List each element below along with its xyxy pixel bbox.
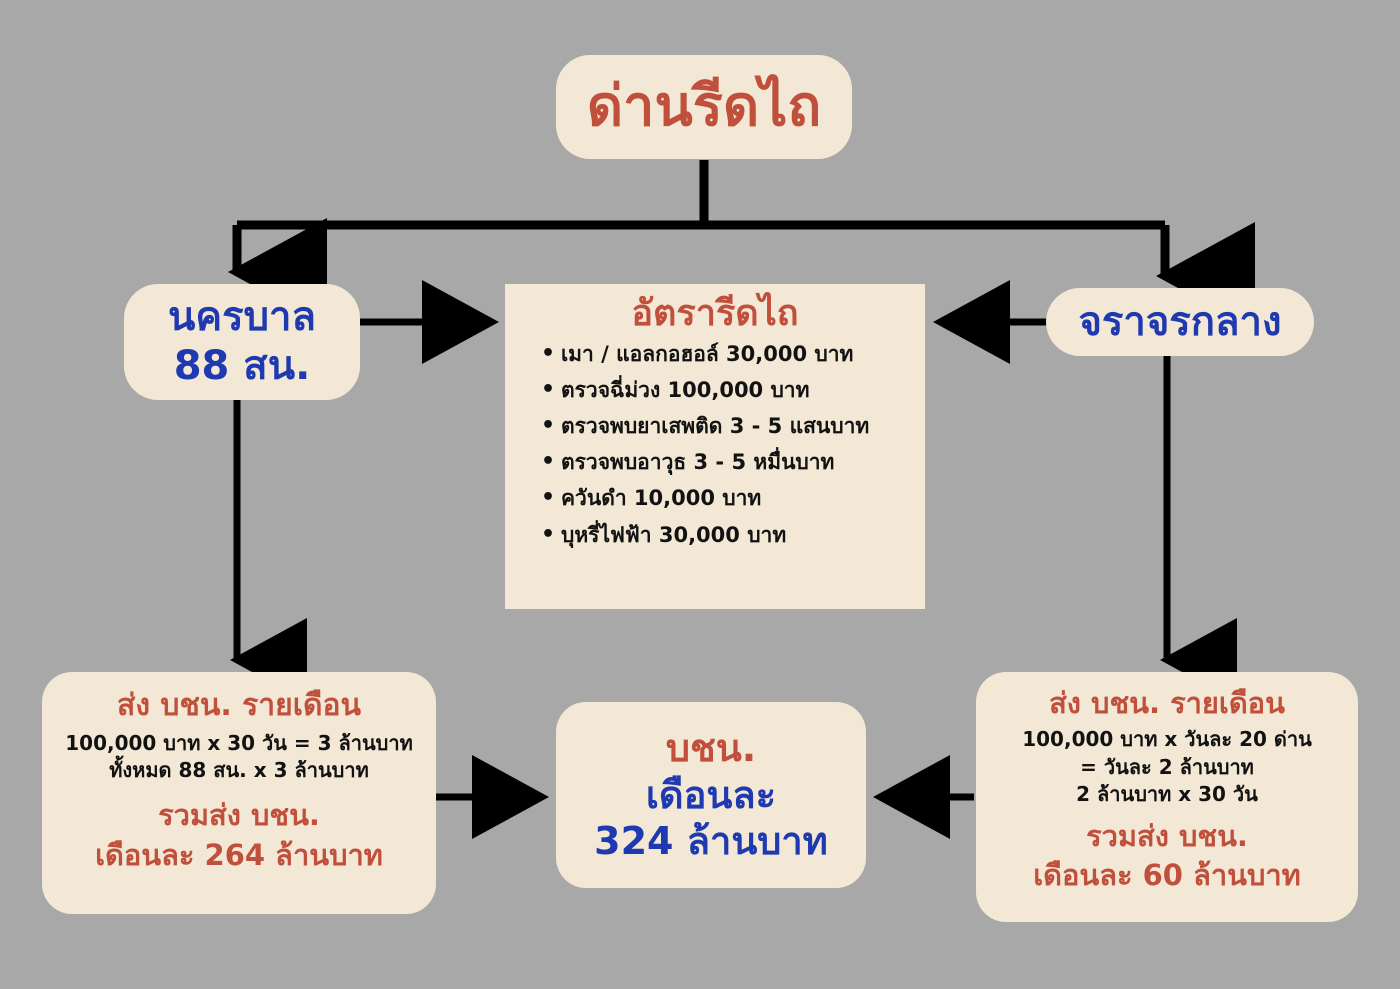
monthly-remit-left-total1: รวมส่ง บชน. <box>158 798 320 833</box>
node-metropolitan-police-line1: นครบาล <box>168 294 316 341</box>
node-title-label: ด่านรีดไถ <box>586 73 822 139</box>
monthly-remit-right-total1: รวมส่ง บชน. <box>1086 818 1248 853</box>
monthly-remit-left-heading: ส่ง บชน. รายเดือน <box>117 688 361 723</box>
monthly-remit-left-calc2: ทั้งหมด 88 สน. x 3 ล้านบาท <box>109 757 369 782</box>
monthly-remit-left-calc1: 100,000 บาท x 30 วัน = 3 ล้านบาท <box>65 730 413 755</box>
list-item: ตรวจพบยาเสพติด 3 - 5 แสนบาท <box>541 413 911 438</box>
node-monthly-remit-right[interactable]: ส่ง บชน. รายเดือน 100,000 บาท x วันละ 20… <box>976 672 1358 922</box>
bureau-total-line3: 324 ล้านบาท <box>594 819 828 864</box>
monthly-remit-right-total2: เดือนละ 60 ล้านบาท <box>1033 857 1301 892</box>
rates-title: อัตรารีดไถ <box>631 293 799 334</box>
list-item: บุหรี่ไฟฟ้า 30,000 บาท <box>541 522 911 547</box>
monthly-remit-left-total2: เดือนละ 264 ล้านบาท <box>95 837 383 872</box>
node-extortion-rates[interactable]: อัตรารีดไถ เมา / แอลกอฮอล์ 30,000 บาท ตร… <box>505 284 925 609</box>
list-item: ตรวจฉี่ม่วง 100,000 บาท <box>541 377 911 402</box>
node-metropolitan-police[interactable]: นครบาล 88 สน. <box>124 284 360 400</box>
list-item: ตรวจพบอาวุธ 3 - 5 หมื่นบาท <box>541 449 911 474</box>
list-item: ควันดำ 10,000 บาท <box>541 485 911 510</box>
monthly-remit-right-calc1: 100,000 บาท x วันละ 20 ด่าน <box>1022 727 1312 752</box>
node-title[interactable]: ด่านรีดไถ <box>556 55 852 159</box>
node-central-traffic[interactable]: จราจรกลาง <box>1046 288 1314 356</box>
list-item: เมา / แอลกอฮอล์ 30,000 บาท <box>541 341 911 366</box>
node-monthly-remit-left[interactable]: ส่ง บชน. รายเดือน 100,000 บาท x 30 วัน =… <box>42 672 436 914</box>
monthly-remit-right-calc2: = วันละ 2 ล้านบาท <box>1080 754 1254 779</box>
node-metropolitan-police-line2: 88 สน. <box>173 343 311 389</box>
bureau-total-line1: บชน. <box>665 726 757 771</box>
bureau-total-line2: เดือนละ <box>645 772 777 817</box>
node-central-traffic-label: จราจรกลาง <box>1078 298 1282 345</box>
monthly-remit-right-calc3: 2 ล้านบาท x 30 วัน <box>1076 782 1258 807</box>
monthly-remit-right-heading: ส่ง บชน. รายเดือน <box>1049 686 1285 720</box>
node-bureau-total[interactable]: บชน. เดือนละ 324 ล้านบาท <box>556 702 866 888</box>
rates-list: เมา / แอลกอฮอล์ 30,000 บาท ตรวจฉี่ม่วง 1… <box>505 341 925 559</box>
